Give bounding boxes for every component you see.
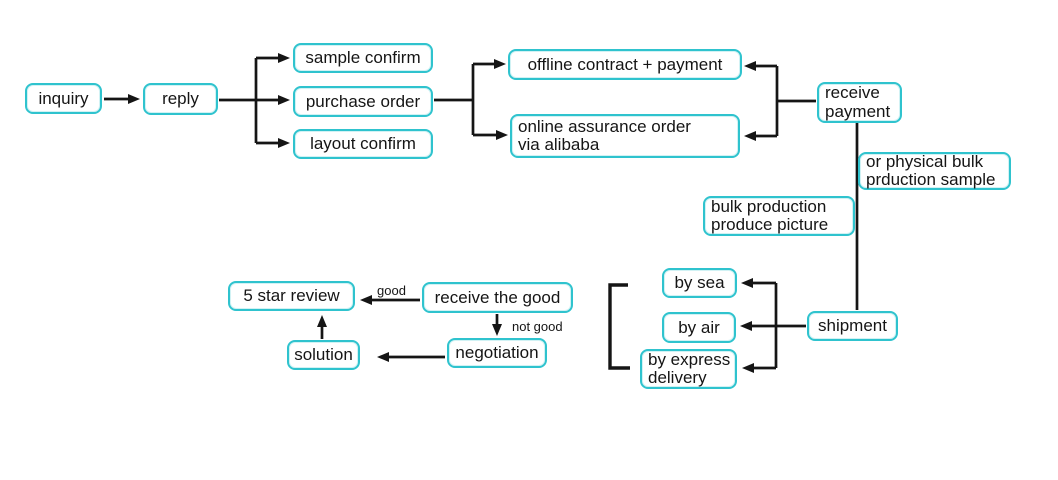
node-by-express-delivery: by express delivery xyxy=(640,349,737,389)
edge-label-not-good: not good xyxy=(512,319,563,334)
node-inquiry: inquiry xyxy=(25,83,102,114)
node-receive-payment-line2: payment xyxy=(825,101,891,121)
node-sample-confirm: sample confirm xyxy=(293,43,433,73)
node-sample-confirm-label: sample confirm xyxy=(305,48,421,67)
node-or-physical-line2: prduction sample xyxy=(866,170,996,189)
node-shipment-label: shipment xyxy=(818,316,887,335)
node-by-express-line1: by express xyxy=(648,349,731,369)
node-reply: reply xyxy=(143,83,218,115)
node-offline-contract-payment-label: offline contract + payment xyxy=(527,54,723,74)
node-receive-payment: receive payment xyxy=(817,82,902,123)
shipping-group-bracket xyxy=(608,283,630,370)
node-purchase-order: purchase order xyxy=(293,86,433,117)
node-receive-the-good: receive the good xyxy=(422,282,573,313)
node-receive-the-good-label: receive the good xyxy=(434,287,561,307)
node-by-sea-label: by sea xyxy=(674,273,725,292)
node-inquiry-label: inquiry xyxy=(38,88,89,108)
node-layout-confirm: layout confirm xyxy=(293,129,433,159)
node-five-star-review: 5 star review xyxy=(228,281,355,311)
node-by-air-label: by air xyxy=(678,317,720,337)
node-or-physical-line1: or physical bulk xyxy=(866,151,984,171)
node-solution: solution xyxy=(287,340,360,370)
node-by-express-line2: delivery xyxy=(648,368,707,387)
node-negotiation: negotiation xyxy=(447,338,547,368)
node-online-assurance-order: online assurance order via alibaba xyxy=(510,114,740,158)
node-bulk-production-line2: produce picture xyxy=(711,215,829,234)
node-offline-contract-payment: offline contract + payment xyxy=(508,49,742,80)
node-five-star-review-label: 5 star review xyxy=(243,286,340,305)
node-or-physical-bulk-sample: or physical bulk prduction sample xyxy=(858,152,1011,190)
node-solution-label: solution xyxy=(294,345,353,364)
node-by-air: by air xyxy=(662,312,736,343)
node-online-assurance-line2: via alibaba xyxy=(518,135,600,154)
node-online-assurance-line1: online assurance order xyxy=(518,116,691,136)
node-negotiation-label: negotiation xyxy=(455,343,539,362)
node-shipment: shipment xyxy=(807,311,898,341)
edge-label-good: good xyxy=(377,283,406,298)
node-bulk-production-picture: bulk production produce picture xyxy=(703,196,855,236)
node-by-sea: by sea xyxy=(662,268,737,298)
node-layout-confirm-label: layout confirm xyxy=(310,134,416,153)
node-receive-payment-line1: receive xyxy=(825,83,880,103)
node-purchase-order-label: purchase order xyxy=(305,91,421,111)
node-reply-label: reply xyxy=(162,89,199,108)
node-bulk-production-line1: bulk production xyxy=(711,196,827,216)
